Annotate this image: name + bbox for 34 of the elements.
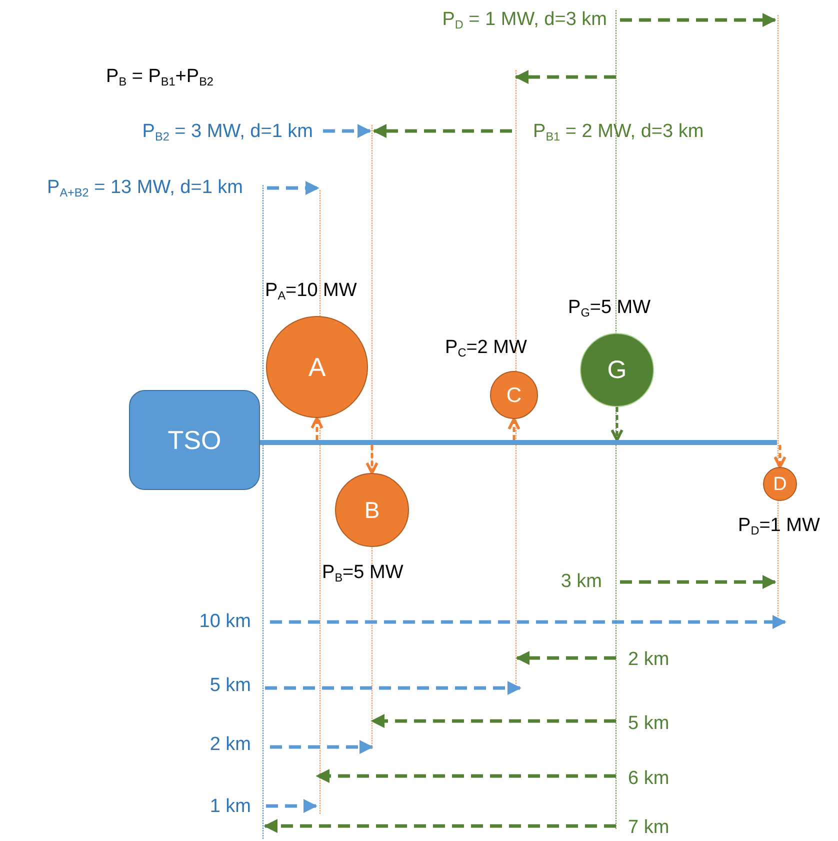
power-label: P$_{A}$=10 MW: [265, 279, 357, 303]
flow-arrow: [774, 445, 786, 468]
node-label: G: [607, 358, 627, 382]
node-label: TSO: [168, 427, 222, 453]
annotation-text: 1 km: [210, 795, 251, 819]
power-label: P$_{C}$=2 MW: [445, 336, 527, 360]
node-label: B: [364, 498, 380, 522]
node-label: C: [506, 384, 522, 406]
flow-arrow: [508, 418, 520, 440]
power-label: P$_{B}$=5 MW: [322, 561, 404, 585]
annotation-text: P$_{B1}$ = 2 MW, d=3 km: [533, 120, 704, 144]
annotation-text: 10 km: [199, 610, 251, 634]
operator-box: [129, 390, 260, 490]
flow-arrow: [366, 445, 378, 474]
annotation-text: 2 km: [210, 733, 251, 757]
power-label: P$_{D}$=1 MW: [738, 514, 820, 538]
bus-bar: [260, 440, 777, 445]
annotation-text: P$_{B}$ = P$_{B1}$+P$_{B2}$: [106, 65, 214, 89]
annotation-text: P$_{A+B2}$ = 13 MW, d=1 km: [47, 176, 243, 200]
annotation-text: 3 km: [560, 570, 602, 594]
annotation-text: 7 km: [628, 816, 670, 840]
annotation-text: P$_{B2}$ = 3 MW, d=1 km: [142, 120, 313, 144]
annotation-text: 5 km: [628, 712, 670, 736]
node-label: A: [308, 354, 326, 380]
annotation-text: 5 km: [210, 674, 251, 698]
annotation-text: 6 km: [628, 767, 670, 791]
node-label: D: [773, 474, 787, 494]
annotation-text: P$_{D}$ = 1 MW, d=3 km: [442, 8, 607, 32]
power-label: P$_{G}$=5 MW: [568, 296, 651, 320]
annotation-text: 2 km: [628, 648, 670, 672]
node-circle: [763, 467, 797, 501]
flow-arrow: [610, 407, 624, 442]
node-circle: [490, 371, 538, 419]
flow-arrow: [310, 416, 324, 440]
